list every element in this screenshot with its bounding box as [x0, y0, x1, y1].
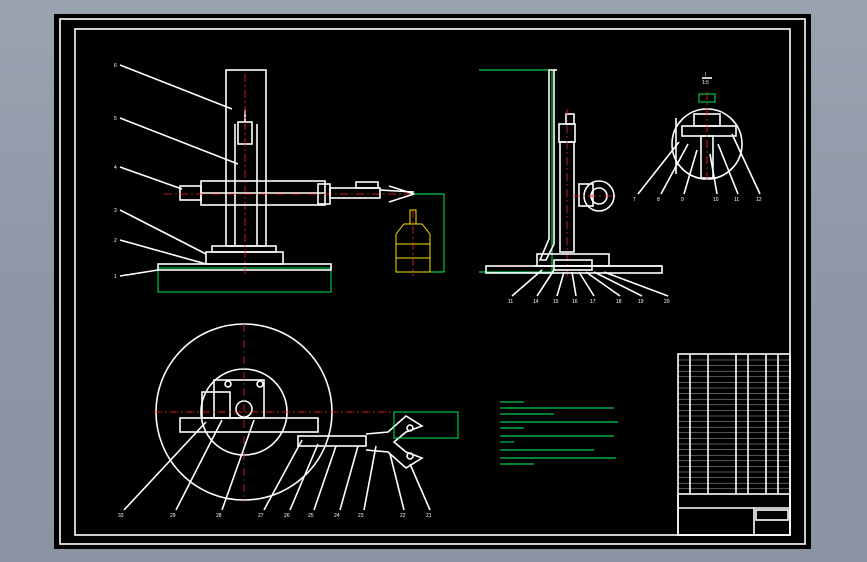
side-dimension-frame: [479, 69, 553, 273]
callout-15: 15: [553, 299, 559, 305]
callout-18: 18: [616, 299, 622, 305]
callout-25: 25: [308, 513, 314, 519]
callout-33: 33: [118, 513, 124, 519]
arm-end-cap: [179, 185, 202, 201]
front-callouts: 6 5 4 3 2 1: [114, 63, 239, 280]
column: [225, 69, 267, 247]
arm-extension: [329, 187, 381, 199]
side-callouts: 11 14 15 16 17 18 19 20: [508, 269, 670, 305]
water-bottle: [395, 209, 431, 276]
callout-12: 12: [756, 197, 762, 203]
top-callouts: 33 29 28 27 26 25 24 23 22 21: [118, 419, 432, 519]
outer-border: [59, 18, 806, 545]
side-view: 11 14 15 16 17 18 19 20: [479, 69, 670, 305]
callout-27: 27: [258, 513, 264, 519]
parts-list-rows: [678, 359, 790, 489]
callout-29: 29: [170, 513, 176, 519]
callout-10: 10: [713, 197, 719, 203]
technical-notes: [500, 401, 618, 465]
base-ring: [211, 245, 277, 253]
callout-4: 4: [114, 165, 117, 171]
callout-28: 28: [216, 513, 222, 519]
callout-19: 19: [638, 299, 644, 305]
base-outline: [157, 267, 332, 293]
callout-11-side: 11: [508, 299, 513, 305]
callout-20: 20: [664, 299, 670, 305]
callout-23: 23: [358, 513, 364, 519]
callout-14: 14: [533, 299, 539, 305]
top-arm: [179, 417, 319, 433]
callout-2: 2: [114, 238, 117, 244]
cad-drawing-viewport[interactable]: 6 5 4 3 2 1: [54, 14, 811, 549]
callout-17: 17: [590, 299, 596, 305]
callout-9: 9: [681, 197, 684, 203]
dimension-leg: [414, 193, 445, 273]
callout-8: 8: [657, 197, 660, 203]
callout-3: 3: [114, 208, 117, 214]
top-gripper: [365, 415, 424, 469]
callout-26: 26: [284, 513, 290, 519]
detail-title: I: [705, 72, 706, 78]
callout-6: 6: [114, 63, 117, 69]
callout-24: 24: [334, 513, 340, 519]
callout-16: 16: [572, 299, 578, 305]
detail-callouts: 7 8 9 10 11 12: [633, 133, 762, 203]
callout-21: 21: [426, 513, 432, 519]
callout-5: 5: [114, 116, 117, 122]
callout-22: 22: [400, 513, 406, 519]
callout-1: 1: [114, 274, 117, 280]
title-block: [677, 353, 791, 536]
inner-border: [74, 28, 791, 536]
detail-view-I: I 1:5 7 8 9 10 11 12: [633, 72, 762, 203]
base-plate: [157, 263, 332, 271]
base-flange: [205, 251, 284, 265]
callout-7: 7: [633, 197, 636, 203]
callout-11: 11: [734, 197, 739, 203]
top-view: 33 29 28 27 26 25 24 23 22 21: [118, 323, 459, 519]
drawing-sheet: 6 5 4 3 2 1: [59, 18, 806, 545]
front-view: 6 5 4 3 2 1: [114, 63, 445, 293]
detail-scale: 1:5: [702, 80, 709, 86]
